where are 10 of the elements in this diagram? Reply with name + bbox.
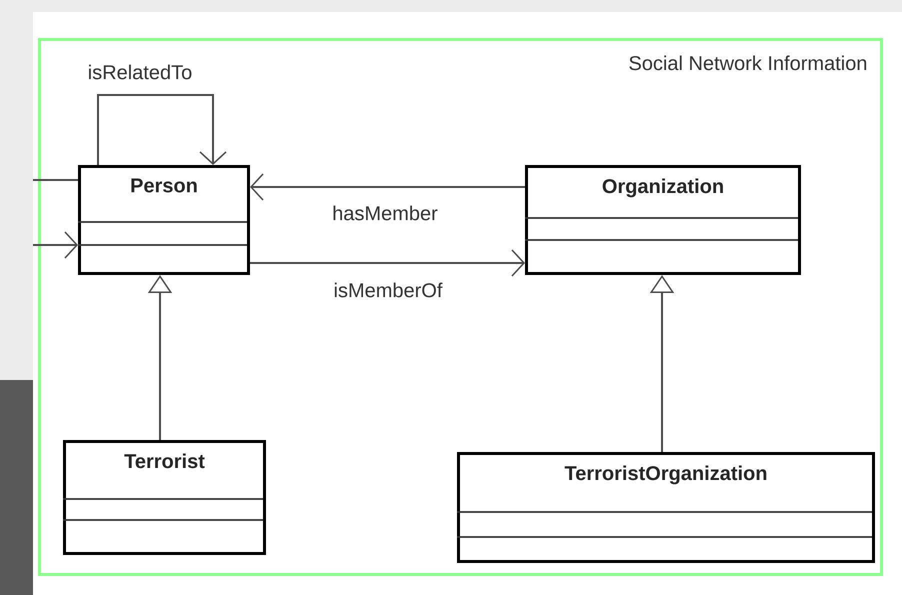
arrow	[97, 94, 227, 165]
edge-label: isRelatedTo	[89, 64, 192, 80]
class-box: Terrorist	[63, 440, 266, 555]
class-box: Organization	[525, 165, 801, 275]
edge-label: hasMember	[334, 206, 438, 220]
class-box: TerroristOrganization	[457, 452, 875, 563]
arrow	[250, 174, 525, 201]
edge-label: isMemberOf	[334, 282, 442, 298]
class-box: Person	[78, 165, 250, 275]
arrow	[250, 250, 525, 277]
